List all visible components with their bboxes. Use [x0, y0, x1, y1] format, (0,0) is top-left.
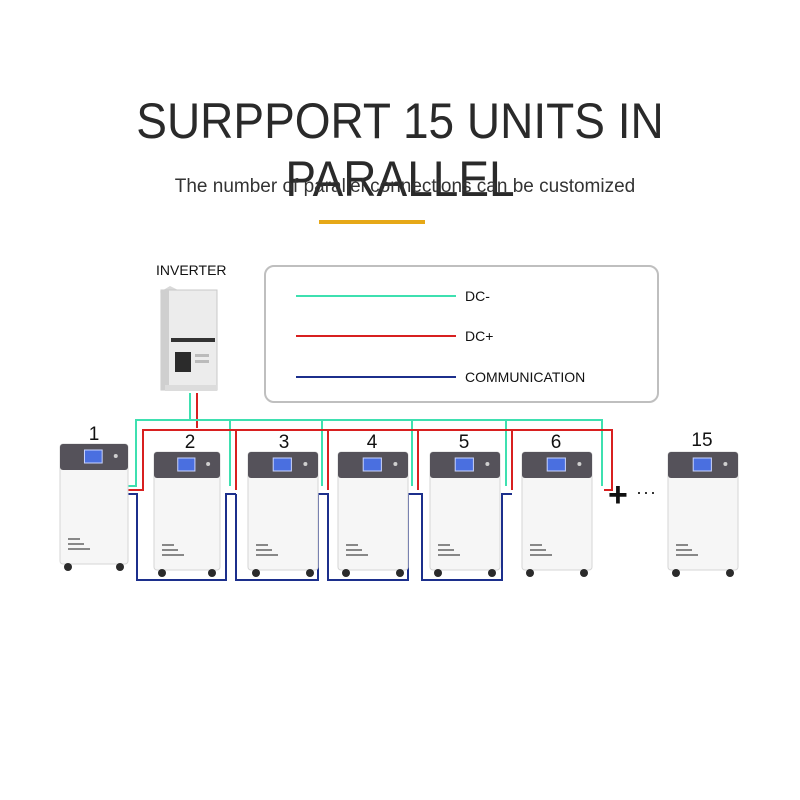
- unit-number-2: 2: [184, 432, 196, 453]
- inverter-label: INVERTER: [156, 262, 227, 278]
- page-title: SURPPORT 15 UNITS IN PARALLEL: [136, 93, 664, 207]
- battery-unit-1: [59, 443, 129, 571]
- unit-number-3: 3: [278, 432, 290, 453]
- inverter-device: [160, 286, 218, 391]
- legend-label-dc-plus: DC+: [465, 328, 494, 344]
- unit-number-6: 6: [550, 432, 562, 453]
- battery-unit-4: [337, 451, 409, 577]
- battery-unit-15: [667, 451, 739, 577]
- battery-unit-6: [521, 451, 593, 577]
- unit-number-4: 4: [366, 432, 378, 453]
- legend: [264, 265, 659, 403]
- continuation-dots: ···: [636, 482, 657, 502]
- legend-label-communication: COMMUNICATION: [465, 369, 586, 385]
- battery-unit-3: [247, 451, 319, 577]
- unit-number-1: 1: [88, 424, 100, 445]
- accent-divider: [319, 220, 425, 224]
- battery-unit-2: [153, 451, 221, 577]
- page-subtitle: The number of parallel connections can b…: [174, 176, 636, 197]
- unit-number-15: 15: [691, 430, 713, 451]
- battery-unit-5: [429, 451, 501, 577]
- unit-number-5: 5: [458, 432, 470, 453]
- legend-label-dc-minus: DC-: [465, 288, 490, 304]
- plus-sign: +: [608, 476, 628, 514]
